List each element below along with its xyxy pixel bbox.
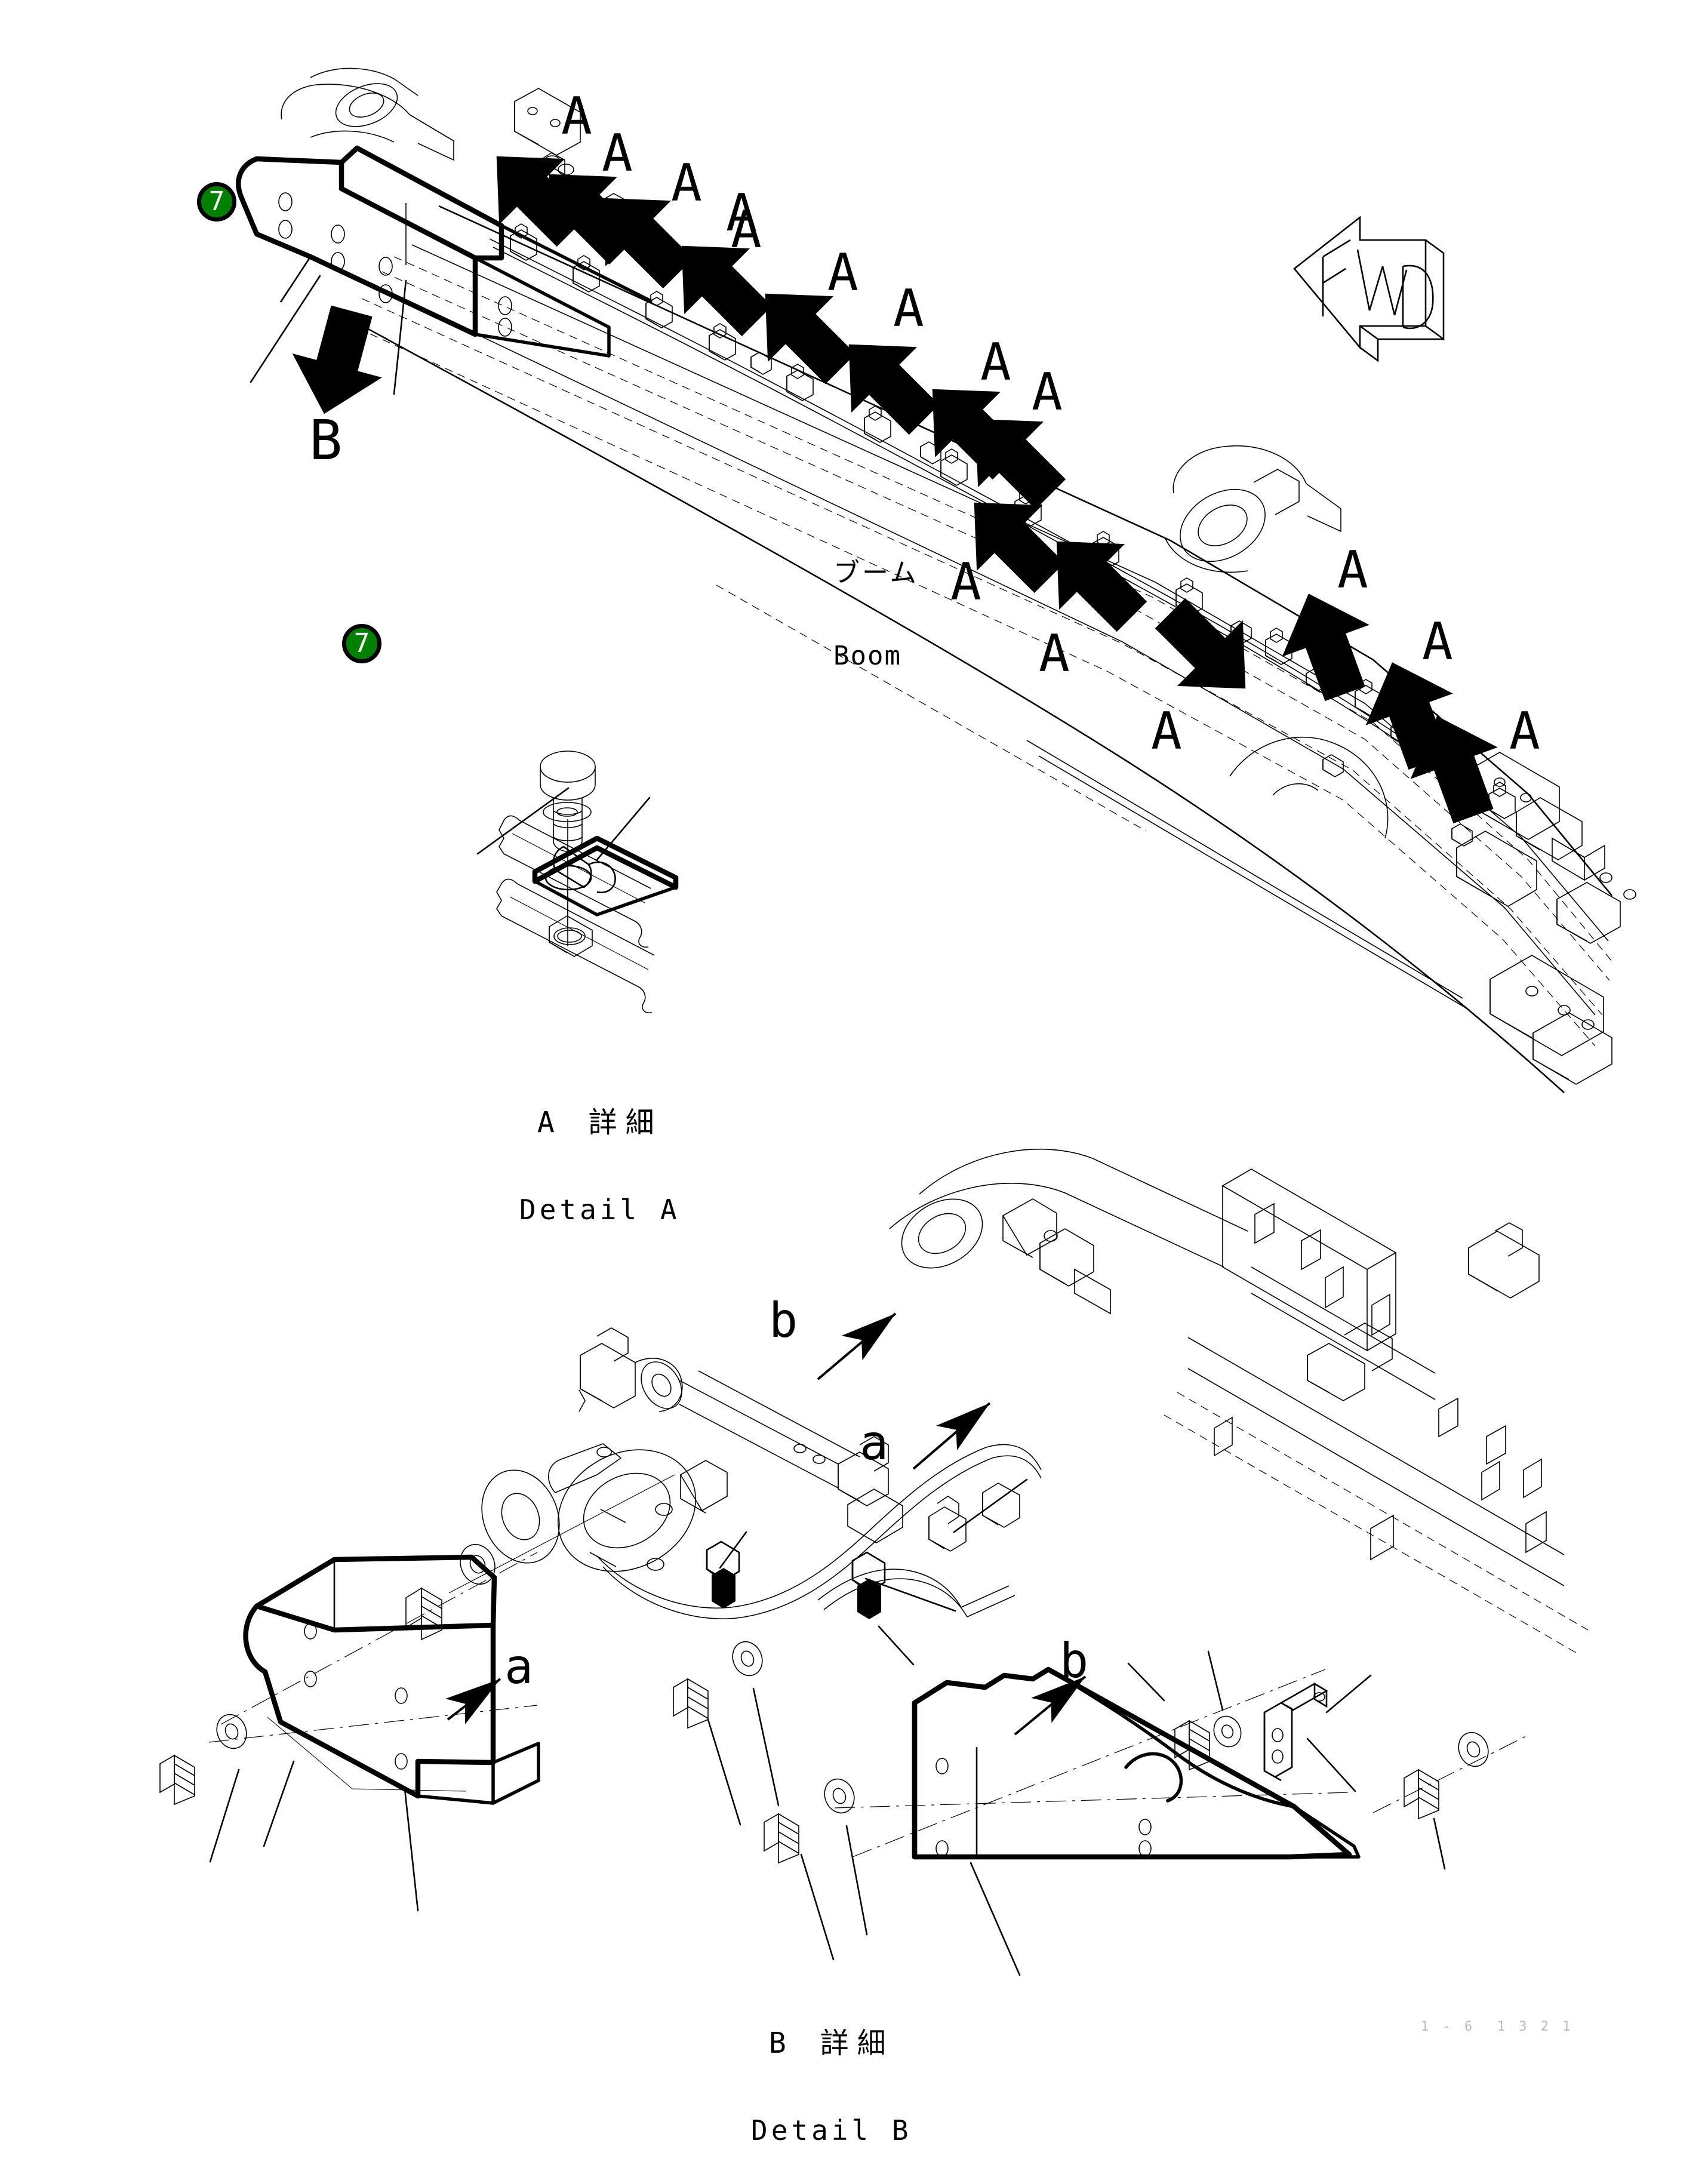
detail-callout-label: a — [504, 1639, 534, 1694]
section-a-label: A — [1151, 702, 1182, 761]
section-a-label: A — [731, 200, 762, 260]
detail-b-harness-clamps — [706, 1478, 1028, 1619]
boom-assembly-drawing — [236, 67, 1636, 1093]
detail-b-caption-jp: B 詳細 — [768, 2026, 894, 2060]
block-arrow-icon — [279, 299, 397, 426]
block-arrow-icon — [1264, 577, 1389, 710]
detail-b-caption-en: Detail B — [751, 2114, 912, 2146]
detail-a-drawing — [476, 751, 679, 1014]
section-arrow-group — [279, 123, 1518, 832]
detail-b-drawing — [159, 1148, 1589, 1976]
section-a-label: A — [980, 333, 1011, 392]
section-a-label: A — [827, 243, 858, 303]
callout-arrow-group — [445, 1300, 1095, 1736]
section-a-label: A — [602, 124, 633, 183]
section-a-label: A — [671, 153, 702, 213]
detail-b-left-guard — [159, 1552, 540, 1912]
detail-a-caption: A 詳細 Detail A — [519, 1050, 681, 1281]
boom-part-label: ブーム Boom — [833, 505, 919, 725]
boom-label-jp: ブーム — [833, 558, 919, 589]
detail-b-caption: B 詳細 Detail B — [751, 1970, 912, 2159]
section-a-label: A — [1509, 702, 1540, 761]
block-arrow-icon — [1137, 580, 1279, 722]
section-a-label: A — [893, 279, 924, 339]
section-a-label: A — [561, 87, 592, 146]
section-a-label: A — [1337, 540, 1368, 600]
section-a-label: A — [1422, 612, 1453, 672]
section-a-label: A — [726, 183, 757, 243]
section-b-label: B — [309, 408, 343, 472]
detail-b-middle-fasteners — [673, 1641, 868, 1961]
detail-a-caption-jp: A 詳細 — [537, 1105, 663, 1139]
section-a-label: A — [1032, 362, 1063, 422]
section-a-label: A — [950, 552, 981, 612]
detail-a-caption-en: Detail A — [519, 1193, 681, 1226]
fwd-direction-sign-shape — [1293, 216, 1445, 362]
detail-b-valve-assembly — [578, 1327, 903, 1543]
boom-mid-boss — [1165, 445, 1389, 839]
boom-label-en: Boom — [833, 640, 901, 671]
index-balloon[interactable]: 7 — [342, 624, 381, 663]
index-balloon[interactable]: 7 — [197, 182, 236, 222]
boom-tip-hardware — [1456, 752, 1636, 1085]
detail-callout-label: b — [1060, 1633, 1089, 1689]
section-a-label: A — [1039, 624, 1070, 684]
detail-callout-label: a — [860, 1415, 889, 1471]
detail-b-right-guard — [834, 1625, 1529, 1976]
footer-drawing-code: 1 - 6 1 3 2 1 — [1421, 2019, 1574, 2034]
detail-b-flange — [405, 1443, 728, 1641]
boom-root-guard-bracket — [236, 145, 653, 395]
detail-callout-label: b — [769, 1293, 798, 1348]
